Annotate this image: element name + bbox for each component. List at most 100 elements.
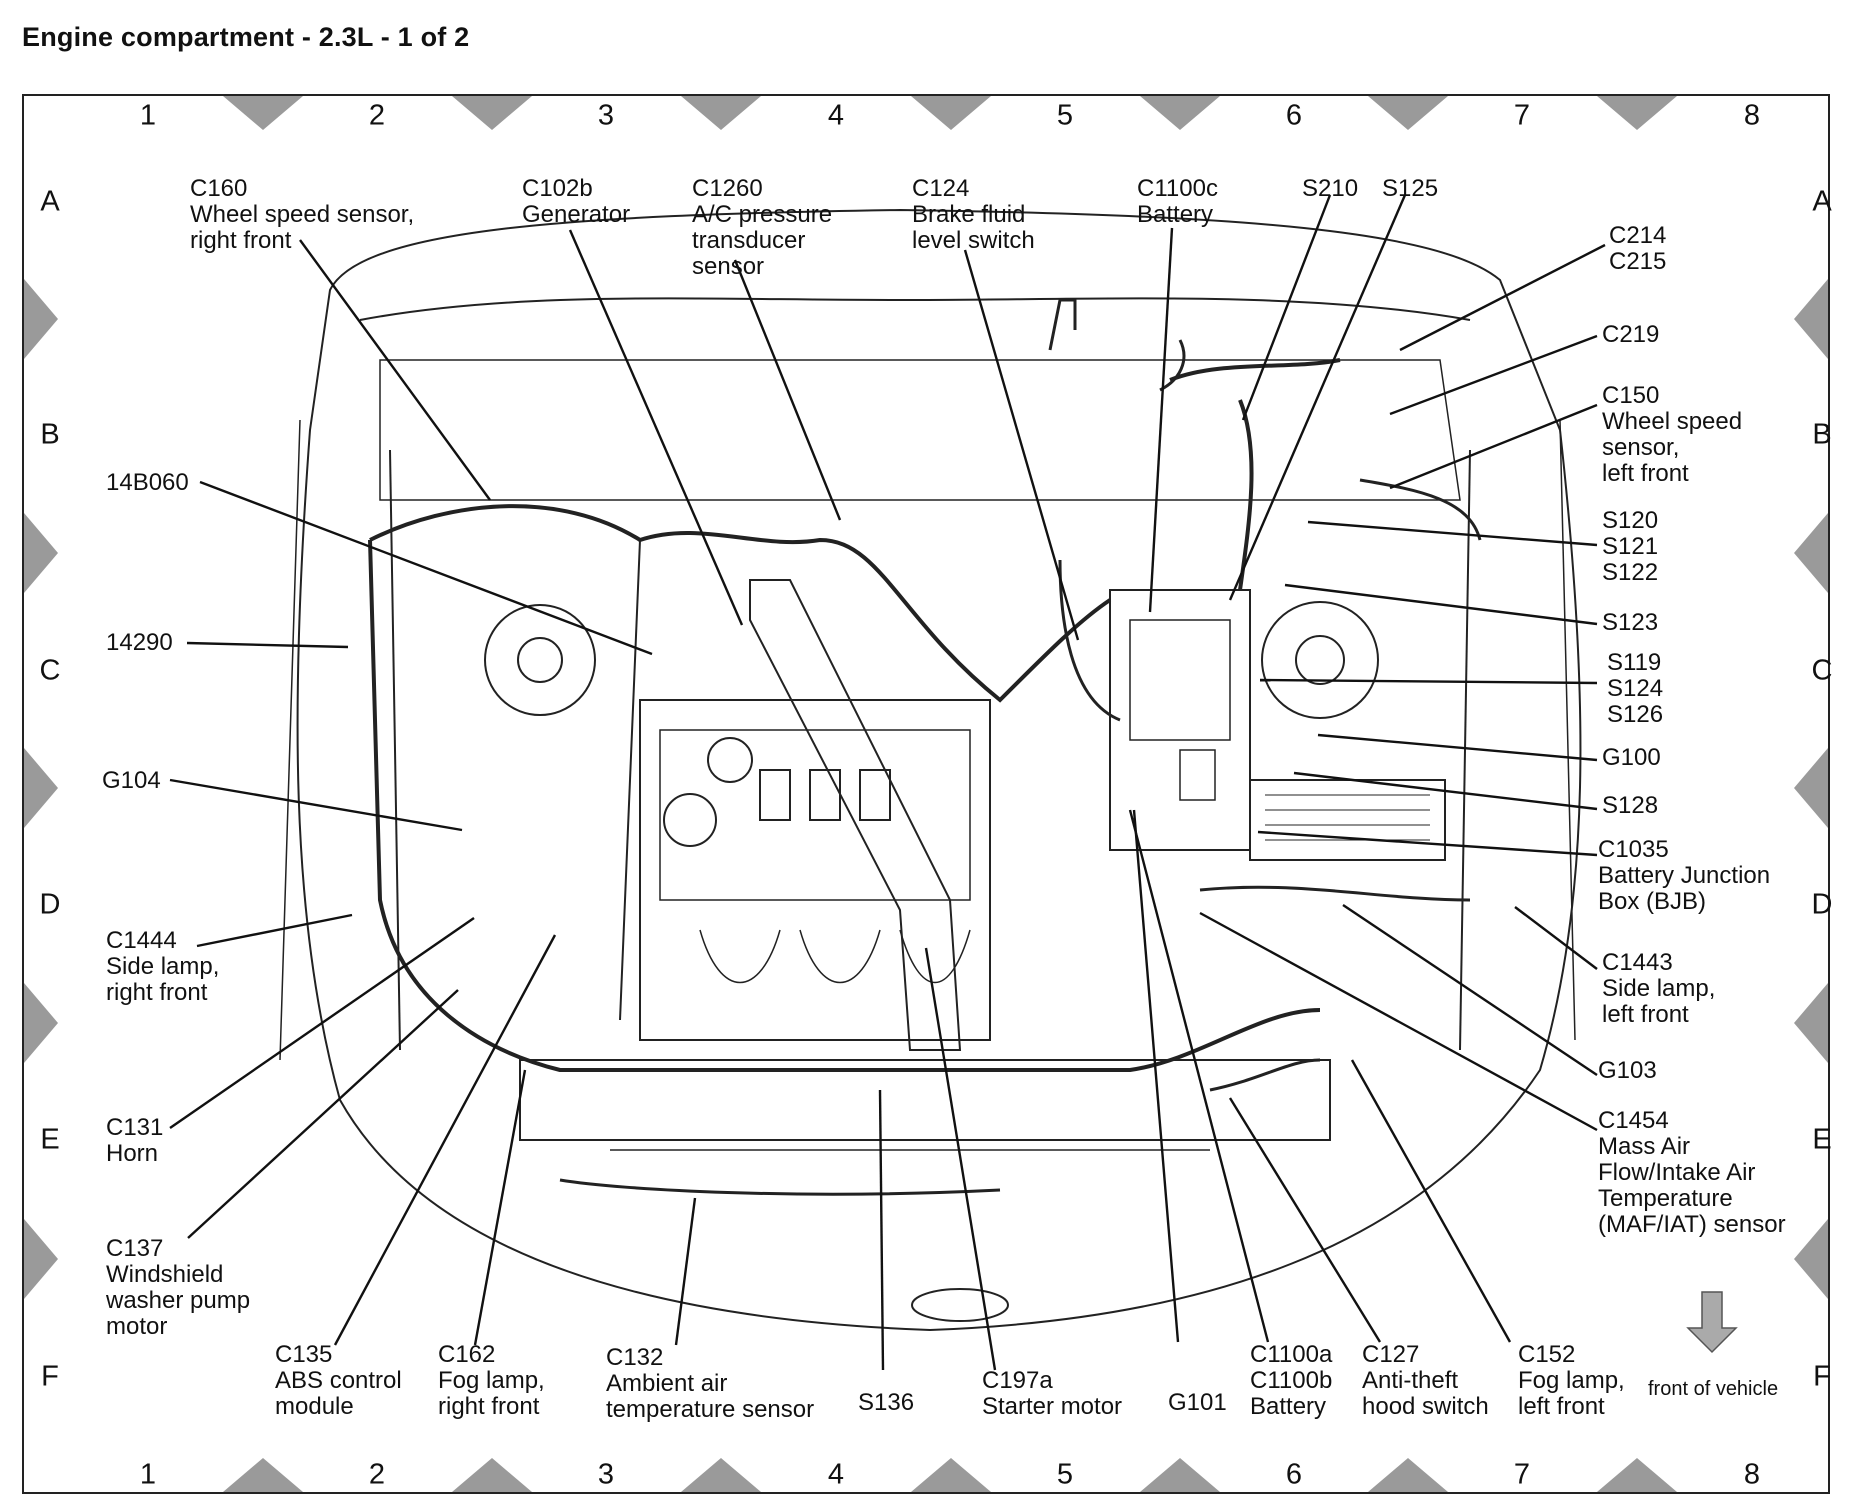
grid-column-2: 2 [368, 1458, 386, 1491]
grid-marker [1794, 278, 1828, 359]
label-line: right front [106, 979, 208, 1006]
grid-column-7: 7 [1513, 99, 1531, 132]
label-line: C219 [1602, 321, 1660, 348]
grid-row-f: F [1813, 1360, 1831, 1393]
label-line: module [275, 1393, 354, 1420]
grid-marker [451, 96, 532, 130]
label-line: S136 [858, 1389, 915, 1416]
grid-marker [1139, 96, 1220, 130]
grid-column-5: 5 [1056, 1458, 1074, 1491]
label-line: C214 [1609, 222, 1667, 249]
grid-marker [24, 982, 58, 1063]
label-line: C1100a [1250, 1341, 1333, 1368]
grid-column-3: 3 [597, 1458, 615, 1491]
grid-marker [1794, 1218, 1828, 1299]
label-line: Anti-theft [1362, 1367, 1459, 1394]
label-line: 14B060 [106, 469, 189, 496]
label-line: Brake fluid [912, 201, 1026, 228]
label-line: left front [1518, 1393, 1605, 1420]
label-line: C132 [606, 1344, 664, 1371]
grid-column-1: 1 [139, 99, 157, 132]
label-line: C1454 [1598, 1107, 1669, 1134]
label-line: (MAF/IAT) sensor [1598, 1211, 1786, 1238]
label-line: washer pump [106, 1287, 251, 1314]
label-line: C102b [522, 175, 593, 202]
label-g100: G100 [1602, 745, 1661, 771]
label-14b060: 14B060 [106, 470, 189, 496]
label-line: C150 [1602, 382, 1660, 409]
label-line: Ambient air [606, 1370, 728, 1397]
label-line: Side lamp, [1602, 975, 1716, 1002]
grid-column-6: 6 [1285, 1458, 1303, 1491]
label-line: C131 [106, 1114, 164, 1141]
label-line: level switch [912, 227, 1035, 254]
grid-column-8: 8 [1743, 99, 1761, 132]
label-line: transducer [692, 227, 806, 254]
grid-marker [681, 1458, 761, 1492]
page-title: Engine compartment - 2.3L - 1 of 2 [22, 22, 470, 52]
label-line: 14290 [106, 629, 173, 656]
grid-column-8: 8 [1743, 1458, 1761, 1491]
label-line: right front [438, 1393, 540, 1420]
grid-column-1: 1 [139, 1458, 157, 1491]
label-line: ABS control [275, 1367, 402, 1394]
label-g103: G103 [1598, 1058, 1657, 1084]
grid-row-a: A [40, 185, 60, 218]
grid-row-f: F [41, 1360, 59, 1393]
label-line: temperature sensor [606, 1396, 815, 1423]
grid-marker [24, 513, 58, 593]
label-line: Battery [1137, 201, 1214, 228]
label-line: left front [1602, 1001, 1689, 1028]
label-line: Generator [522, 201, 631, 228]
grid-marker [910, 96, 991, 130]
label-line: motor [106, 1313, 168, 1340]
label-line: S121 [1602, 533, 1659, 560]
label-line: S120 [1602, 507, 1659, 534]
label-line: Starter motor [982, 1393, 1123, 1420]
grid-marker [681, 96, 761, 130]
label-line: C197a [982, 1367, 1053, 1394]
grid-column-6: 6 [1285, 99, 1303, 132]
grid-marker [451, 1458, 532, 1492]
label-line: S126 [1607, 701, 1664, 728]
label-line: Flow/Intake Air [1598, 1159, 1756, 1186]
label-s128: S128 [1602, 793, 1658, 819]
grid-marker [24, 278, 58, 359]
label-line: C1035 [1598, 836, 1669, 863]
grid-marker [1368, 1458, 1448, 1492]
label-line: G100 [1602, 744, 1661, 771]
grid-row-d: D [39, 888, 61, 921]
grid-row-b: B [40, 418, 60, 451]
grid-marker [1368, 96, 1448, 130]
grid-marker [1597, 1458, 1677, 1492]
grid-row-c: C [1811, 654, 1833, 687]
label-line: Wheel speed [1602, 408, 1743, 435]
grid-row-e: E [40, 1123, 60, 1156]
label-line: S124 [1607, 675, 1664, 702]
label-line: Wheel speed sensor, [190, 201, 415, 228]
label-line: S122 [1602, 559, 1659, 586]
grid-marker [24, 748, 58, 828]
grid-column-4: 4 [827, 1458, 845, 1491]
label-g104: G104 [102, 768, 161, 794]
label-line: S210 [1302, 175, 1359, 202]
label-line: Box (BJB) [1598, 888, 1707, 915]
label-line: Battery Junction [1598, 862, 1771, 889]
label-line: G103 [1598, 1057, 1657, 1084]
diagram-frame [22, 94, 1830, 1494]
grid-marker [222, 96, 303, 130]
label-line: S125 [1382, 175, 1439, 202]
label-line: Fog lamp, [1518, 1367, 1625, 1394]
label-line: Battery [1250, 1393, 1327, 1420]
